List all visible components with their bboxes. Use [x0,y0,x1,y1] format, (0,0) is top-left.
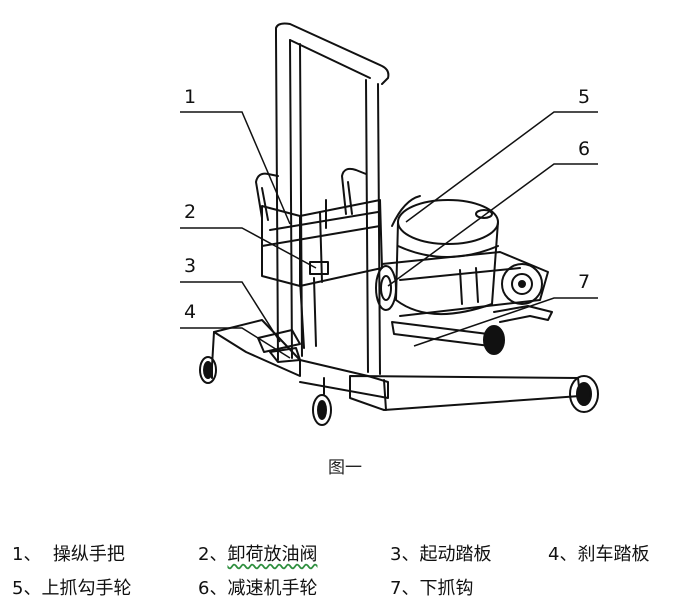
base-front [299,359,389,399]
leader-1 [180,111,291,225]
base-pedal-start [257,329,301,353]
drum-support-wheel [483,325,505,355]
legend-item: 6、减速机手轮 [198,574,317,600]
upper-grip [391,195,421,227]
fork-leg [349,375,581,411]
legend-number: 4、 [548,544,578,565]
release-valve [309,261,329,275]
leader-2 [180,227,317,269]
figure-caption: 图一 [328,458,362,478]
legend-number: 1、 [12,544,42,565]
callout-6: 6 [578,138,591,160]
leader-4 [180,327,291,359]
legend-item: 5、上抓勾手轮 [12,574,131,600]
callout-7: 7 [578,271,591,293]
gear-wheel [501,263,543,305]
operating-handle-right [341,167,367,215]
legend-text: 上抓勾手轮 [41,578,132,599]
legend-item: 4、刹车踏板 [548,540,649,566]
drum-top [397,199,499,245]
hydraulic-cylinder [299,277,317,349]
leader-6 [387,163,598,287]
leader-7 [413,297,598,347]
mast-left-outer [275,35,279,361]
mast-right-inner [377,83,381,375]
mast-left-inner [289,39,293,359]
leader-5 [405,111,598,223]
caster-right [312,377,332,426]
reducer-handwheel [375,265,397,311]
legend-number: 6、 [198,578,228,599]
legend-text: 操纵手把 [52,544,125,565]
legend-item: 7、下抓钩 [390,574,473,600]
callout-5: 5 [578,86,591,108]
legend-item: 1、 操纵手把 [12,540,125,566]
callout-3: 3 [184,255,197,277]
machine-drawing [180,22,599,426]
base-left [213,319,301,377]
legend-item: 2、卸荷放油阀 [198,540,317,566]
legend-row-1: 1、 操纵手把 2、卸荷放油阀 3、起动踏板 4、刹车踏板 [0,540,690,566]
caster-left [199,356,217,384]
leader-3 [180,281,281,343]
mast-handle [275,22,390,85]
legend-text: 减速机手轮 [227,578,318,599]
callout-1: 1 [184,86,197,108]
lower-hook [493,305,553,323]
fork-roller [569,375,599,413]
legend-row-2: 5、上抓勾手轮 6、减速机手轮 7、下抓钩 [0,574,690,600]
legend-text: 起动踏板 [419,544,492,565]
callout-2: 2 [184,201,197,223]
drum-handler-diagram [180,22,599,426]
leader-lines [180,111,598,359]
callout-4: 4 [184,301,197,323]
legend-number: 3、 [390,544,420,565]
legend-number: 7、 [390,578,420,599]
legend-text: 卸荷放油阀 [227,544,318,565]
legend-number: 2、 [198,544,228,565]
legend-text: 刹车踏板 [577,544,650,565]
legend-item: 3、起动踏板 [390,540,491,566]
legend-text: 下抓钩 [419,578,474,599]
extension-arm [381,251,549,317]
legend-number: 5、 [12,578,42,599]
mast-right-outer [365,79,369,373]
